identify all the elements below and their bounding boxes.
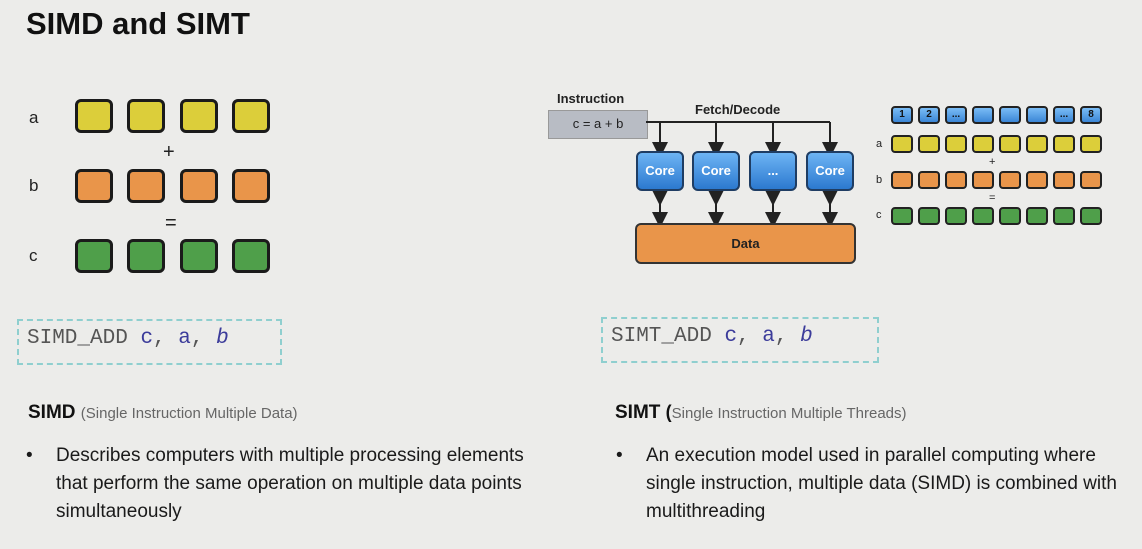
row-label-b: b [29,176,39,195]
data-block: Data [635,223,856,264]
lane-b-element [972,171,994,189]
simd-bullet: • Describes computers with multiple proc… [26,442,546,532]
code-sep: , [737,325,750,348]
simt-code-example: SIMT_ADD c, a, b [601,317,879,363]
lane-b-element [945,171,967,189]
instruction-label: Instruction [557,91,625,106]
code-var-c: c [140,327,154,350]
instruction-box: c = a + b [548,110,648,139]
lane-a-element [972,135,994,153]
simd-heading: SIMD (Single Instruction Multiple Data) [28,402,298,424]
simd-heading-sub: (Single Instruction Multiple Data) [80,405,298,422]
vector-a-element [232,99,270,133]
code-sep: , [190,327,204,350]
lane-c-element [999,207,1021,225]
code-var-c: c [724,325,738,348]
row-label-a: a [29,108,39,127]
lane-c-element [918,207,940,225]
simd-bullet-text: Describes computers with multiple proces… [56,445,524,522]
code-var-a: a [178,327,191,350]
lane-index-box [999,106,1021,124]
simt-bullet-text: An execution model used in parallel comp… [646,445,1117,522]
plus-operator: + [163,141,175,163]
lane-a-element [945,135,967,153]
code-var-b: b [216,327,229,350]
core-block: Core [692,151,740,191]
lane-a-element [999,135,1021,153]
lane-index-box [972,106,994,124]
lane-equals-operator: = [989,192,996,204]
vector-b-element [180,169,218,203]
lane-c-element [891,207,913,225]
lane-b-element [1026,171,1048,189]
vector-a-element [180,99,218,133]
core-block: Core [636,151,684,191]
simd-code-example: SIMD_ADD c, a, b [17,319,282,365]
lane-b-element [999,171,1021,189]
vector-b-element [75,169,113,203]
code-op: SIMD_ADD [27,327,128,350]
lane-b-element [1053,171,1075,189]
lane-b-element [891,171,913,189]
lane-a-element [1080,135,1102,153]
lane-a-element [1053,135,1075,153]
code-op: SIMT_ADD [611,325,712,348]
code-sep: , [153,327,166,350]
lane-a-element [1026,135,1048,153]
lane-c-element [1053,207,1075,225]
lane-a-element [891,135,913,153]
core-block: ... [749,151,797,191]
lane-c-element [972,207,994,225]
lane-c-element [1026,207,1048,225]
vector-c-element [127,239,165,273]
lane-plus-operator: + [989,156,996,168]
lane-row-label-a: a [876,138,883,150]
lane-a-element [918,135,940,153]
code-var-a: a [762,325,775,348]
vector-c-element [232,239,270,273]
vector-b-element [127,169,165,203]
vector-c-element [180,239,218,273]
vector-a-element [127,99,165,133]
lane-b-element [918,171,940,189]
lane-row-label-b: b [876,174,883,186]
vector-c-element [75,239,113,273]
code-var-b: b [800,325,813,348]
page-title: SIMD and SIMT [26,6,250,41]
lane-index-box: 1 [891,106,913,124]
simt-heading-paren: ( [665,402,672,422]
lane-index-box: ... [1053,106,1075,124]
core-block: Core [806,151,854,191]
simt-heading-title: SIMT [615,402,661,423]
lane-row-label-c: c [876,209,882,221]
row-label-c: c [29,246,38,265]
simd-heading-title: SIMD [28,402,76,423]
simt-connector-lines [646,121,838,228]
simt-heading: SIMT (Single Instruction Multiple Thread… [615,402,907,424]
lane-index-box: ... [945,106,967,124]
equals-operator: = [165,212,177,234]
vector-b-element [232,169,270,203]
bullet-dot: • [26,445,33,466]
lane-c-element [1080,207,1102,225]
lane-index-box [1026,106,1048,124]
bullet-dot: • [616,445,623,466]
code-sep: , [774,325,788,348]
lane-index-box: 8 [1080,106,1102,124]
lane-c-element [945,207,967,225]
simt-bullet: • An execution model used in parallel co… [616,442,1126,532]
lane-index-box: 2 [918,106,940,124]
simt-heading-sub: Single Instruction Multiple Threads) [671,405,907,422]
fetch-decode-label: Fetch/Decode [695,102,781,117]
vector-a-element [75,99,113,133]
lane-b-element [1080,171,1102,189]
